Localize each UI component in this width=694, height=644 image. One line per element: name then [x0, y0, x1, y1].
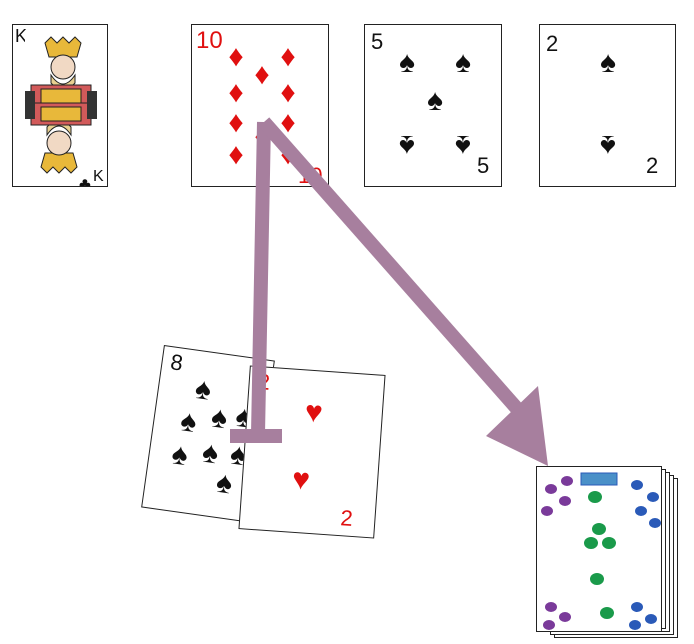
king-face-illustration [25, 35, 97, 175]
deck-back-pattern [537, 467, 661, 631]
arrow-to-deck [258, 117, 526, 417]
diamond-icon: ♦ [280, 106, 296, 139]
card-king-of-clubs[interactable]: K ♣ ♣ K [12, 24, 108, 187]
spade-icon: ♠ [600, 46, 616, 79]
card-rank: 5 [477, 153, 490, 178]
deck-top-card[interactable] [536, 466, 662, 632]
card-five-of-spades[interactable]: 5 ♠ ♠ ♠ ♠ ♠ 5 [364, 24, 502, 187]
turtle-icon [584, 491, 616, 619]
card-rank: K [93, 168, 104, 185]
spade-icon: ♠ [455, 46, 471, 79]
card-rank: 5 [371, 29, 384, 54]
bug-icon [629, 480, 661, 630]
card-rank: 2 [546, 31, 559, 56]
diamond-icon: ♦ [254, 58, 270, 91]
spade-icon: ♠ [427, 84, 443, 117]
club-icon: ♣ [79, 174, 91, 187]
diamond-icon: ♦ [280, 40, 296, 73]
card-rank: 2 [646, 153, 659, 178]
spade-icon: ♠ [399, 46, 415, 79]
card-two-of-spades[interactable]: 2 ♠ ♠ 2 [539, 24, 676, 187]
diamond-icon: ♦ [280, 76, 296, 109]
bug-icon [541, 476, 573, 630]
deck-stack[interactable] [536, 466, 686, 640]
diamond-icon: ♦ [228, 40, 244, 73]
card-rank: 10 [196, 27, 223, 54]
diamond-icon: ♦ [228, 106, 244, 139]
card-rank: K [15, 26, 28, 46]
diamond-icon: ♦ [228, 138, 244, 171]
diamond-icon: ♦ [228, 76, 244, 109]
arrow-to-tableau [230, 121, 282, 443]
arrowhead-icon [486, 386, 548, 466]
